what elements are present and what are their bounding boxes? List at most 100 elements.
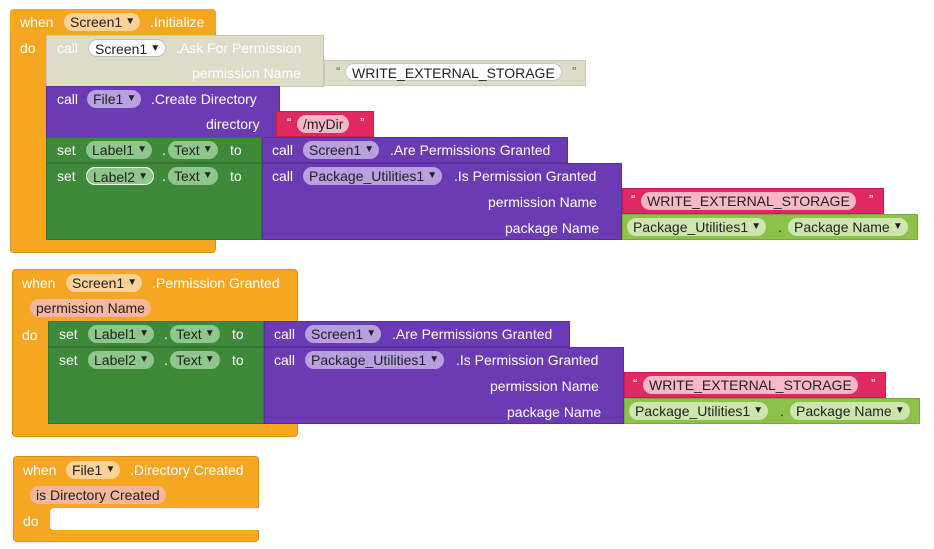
property-dropdown-package-name[interactable]: Package Name▼ bbox=[790, 402, 910, 420]
property-dropdown-text[interactable]: Text▼ bbox=[170, 325, 220, 343]
empty-do-slot[interactable] bbox=[50, 508, 259, 530]
component-dropdown-label2[interactable]: Label2▼ bbox=[86, 167, 155, 185]
chevron-down-icon: ▼ bbox=[429, 354, 440, 365]
to-label: to bbox=[232, 352, 244, 368]
component-dropdown-package-utilities1[interactable]: Package_Utilities1▼ bbox=[305, 351, 445, 369]
param-label-package-name: package Name bbox=[505, 220, 600, 236]
chevron-down-icon: ▼ bbox=[366, 328, 377, 339]
to-label: to bbox=[232, 326, 244, 342]
event-name: .Permission Granted bbox=[152, 275, 280, 291]
component-dropdown-file1[interactable]: File1▼ bbox=[87, 90, 142, 108]
chevron-down-icon: ▼ bbox=[204, 354, 215, 365]
component-dropdown-screen1[interactable]: Screen1▼ bbox=[88, 39, 167, 57]
chevron-down-icon: ▼ bbox=[894, 405, 905, 416]
quote-open: “ bbox=[336, 64, 341, 79]
quote-close: ” bbox=[869, 192, 874, 207]
dot-separator: . bbox=[164, 326, 168, 342]
to-label: to bbox=[230, 142, 242, 158]
component-dropdown-package-utilities1[interactable]: Package_Utilities1▼ bbox=[629, 402, 769, 420]
chevron-down-icon: ▼ bbox=[126, 93, 137, 104]
property-dropdown-text[interactable]: Text▼ bbox=[168, 167, 218, 185]
quote-open: “ bbox=[631, 192, 636, 207]
string-value[interactable]: /myDir bbox=[297, 115, 350, 133]
quote-close: ” bbox=[871, 376, 876, 391]
chevron-down-icon: ▼ bbox=[139, 354, 150, 365]
property-dropdown-text[interactable]: Text▼ bbox=[168, 141, 218, 159]
do-label: do bbox=[23, 513, 39, 529]
string-value[interactable]: WRITE_EXTERNAL_STORAGE bbox=[643, 376, 858, 394]
param-label-package-name: package Name bbox=[507, 404, 602, 420]
component-dropdown-package-utilities1[interactable]: Package_Utilities1▼ bbox=[303, 167, 443, 185]
component-dropdown-label1[interactable]: Label1▼ bbox=[86, 141, 153, 159]
when-label: when bbox=[22, 275, 56, 291]
set-label2-text-block[interactable] bbox=[48, 347, 264, 424]
chevron-down-icon: ▼ bbox=[202, 170, 213, 181]
chevron-down-icon: ▼ bbox=[753, 405, 764, 416]
when-label: when bbox=[20, 14, 54, 30]
component-dropdown-screen1[interactable]: Screen1▼ bbox=[64, 13, 141, 31]
property-dropdown-text[interactable]: Text▼ bbox=[170, 351, 220, 369]
quote-open: “ bbox=[287, 115, 292, 130]
property-dropdown-package-name[interactable]: Package Name▼ bbox=[788, 218, 908, 236]
event-param-is-directory-created[interactable]: is Directory Created bbox=[30, 486, 166, 504]
set-label1-text-block[interactable] bbox=[48, 321, 264, 347]
chevron-down-icon: ▼ bbox=[751, 221, 762, 232]
string-value[interactable]: WRITE_EXTERNAL_STORAGE bbox=[641, 192, 856, 210]
method-name: .Create Directory bbox=[151, 91, 257, 107]
method-name: .Are Permissions Granted bbox=[390, 142, 551, 158]
chevron-down-icon: ▼ bbox=[364, 144, 375, 155]
dot-separator: . bbox=[162, 168, 166, 184]
quote-open: “ bbox=[633, 376, 638, 391]
chevron-down-icon: ▼ bbox=[150, 43, 161, 54]
call-label: call bbox=[57, 91, 79, 107]
param-label-permission-name: permission Name bbox=[490, 378, 599, 394]
quote-close: ” bbox=[572, 64, 577, 79]
chevron-down-icon: ▼ bbox=[139, 328, 150, 339]
chevron-down-icon: ▼ bbox=[202, 144, 213, 155]
component-dropdown-package-utilities1[interactable]: Package_Utilities1▼ bbox=[627, 218, 767, 236]
set-label: set bbox=[59, 352, 78, 368]
when-label: when bbox=[23, 462, 57, 478]
call-create-directory-block[interactable] bbox=[46, 86, 280, 138]
chevron-down-icon: ▼ bbox=[138, 171, 149, 182]
set-label: set bbox=[57, 168, 76, 184]
component-dropdown-label1[interactable]: Label1▼ bbox=[88, 325, 155, 343]
event-name: .Directory Created bbox=[130, 462, 244, 478]
event-param-permission-name[interactable]: permission Name bbox=[30, 299, 151, 317]
method-name: .Is Permission Granted bbox=[456, 352, 599, 368]
component-dropdown-label2[interactable]: Label2▼ bbox=[88, 351, 155, 369]
dot-separator: . bbox=[778, 219, 782, 235]
to-label: to bbox=[230, 168, 242, 184]
quote-close: ” bbox=[360, 115, 365, 130]
do-label: do bbox=[20, 40, 36, 56]
set-label: set bbox=[57, 142, 76, 158]
call-label: call bbox=[274, 352, 296, 368]
call-label: call bbox=[57, 40, 79, 56]
call-label: call bbox=[272, 142, 294, 158]
chevron-down-icon: ▼ bbox=[137, 144, 148, 155]
component-dropdown-screen1[interactable]: Screen1▼ bbox=[66, 274, 143, 292]
method-name: .Are Permissions Granted bbox=[392, 326, 553, 342]
dot-separator: . bbox=[780, 403, 784, 419]
chevron-down-icon: ▼ bbox=[204, 328, 215, 339]
chevron-down-icon: ▼ bbox=[127, 277, 138, 288]
chevron-down-icon: ▼ bbox=[105, 464, 116, 475]
param-label-directory: directory bbox=[206, 116, 260, 132]
param-label-permission-name: permission Name bbox=[488, 194, 597, 210]
set-label1-text-block[interactable] bbox=[46, 137, 262, 163]
component-dropdown-screen1[interactable]: Screen1▼ bbox=[305, 325, 382, 343]
dot-separator: . bbox=[162, 142, 166, 158]
call-label: call bbox=[272, 168, 294, 184]
chevron-down-icon: ▼ bbox=[125, 16, 136, 27]
dot-separator: . bbox=[164, 352, 168, 368]
set-label: set bbox=[59, 326, 78, 342]
do-label: do bbox=[22, 327, 38, 343]
component-dropdown-screen1[interactable]: Screen1▼ bbox=[303, 141, 380, 159]
chevron-down-icon: ▼ bbox=[427, 170, 438, 181]
component-dropdown-file1[interactable]: File1▼ bbox=[66, 461, 121, 479]
chevron-down-icon: ▼ bbox=[892, 221, 903, 232]
call-label: call bbox=[274, 326, 296, 342]
method-name: .Is Permission Granted bbox=[454, 168, 597, 184]
string-value[interactable]: WRITE_EXTERNAL_STORAGE bbox=[345, 63, 562, 81]
method-name: .Ask For Permission bbox=[176, 40, 302, 56]
